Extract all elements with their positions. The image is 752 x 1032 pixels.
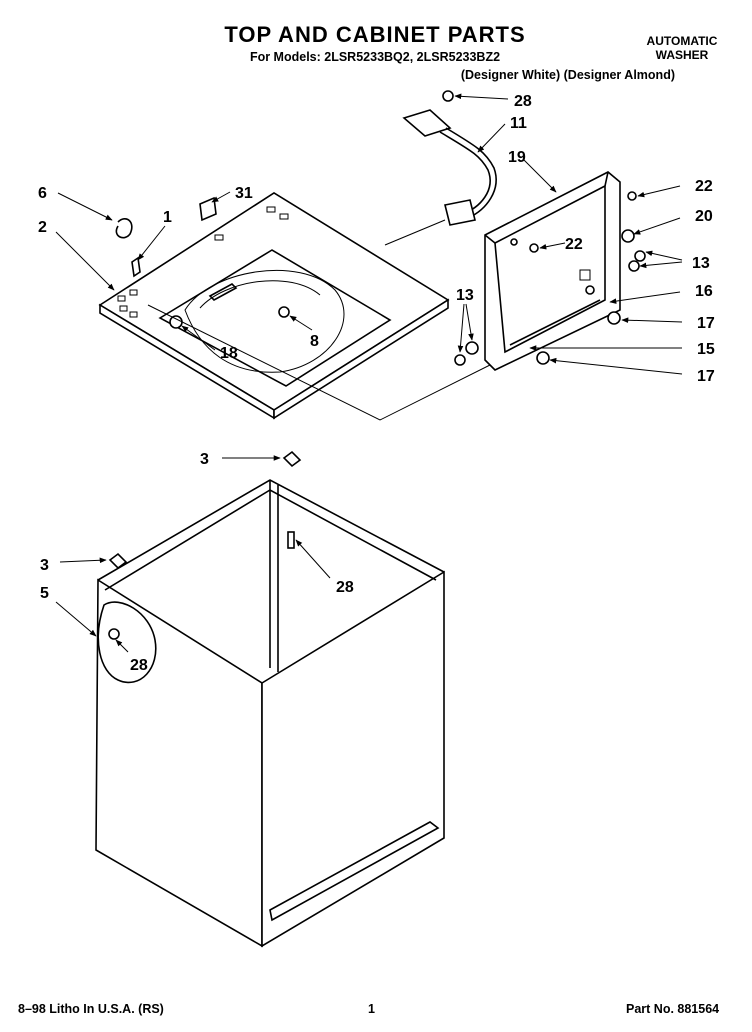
part-20	[621, 229, 635, 243]
callout-22-inner: 22	[565, 236, 583, 253]
machine-type: AUTOMATIC WASHER	[612, 34, 752, 62]
clip-3-left	[108, 552, 128, 570]
callout-1: 1	[163, 209, 172, 226]
part-number: Part No. 881564	[626, 1002, 720, 1016]
washer-top-panel	[98, 192, 450, 411]
callout-28-top: 28	[514, 93, 532, 110]
machine-type-line2: WASHER	[655, 48, 709, 62]
lid-recess	[184, 269, 345, 373]
top-to-console-leader	[147, 304, 501, 421]
screw-28-cabinet-front	[108, 628, 120, 640]
callout-3-left: 3	[40, 557, 49, 574]
harness-connector-bottom	[444, 199, 476, 226]
washer-cabinet	[95, 450, 445, 948]
screw-28-cabinet-back	[287, 531, 295, 549]
machine-type-line1: AUTOMATIC	[646, 34, 718, 48]
lid-switch	[169, 315, 183, 329]
callout-13-left: 13	[456, 287, 474, 304]
callout-13-right: 13	[692, 255, 710, 272]
part-31-bracket	[199, 196, 217, 222]
pin-22a	[627, 191, 637, 201]
console-bracket-16	[509, 299, 601, 346]
screw-28-top	[442, 90, 454, 102]
colors-line: (Designer White) (Designer Almond)	[460, 68, 675, 82]
cabinet-cutaway	[97, 601, 157, 684]
clip-3-top	[282, 450, 302, 468]
hinge-strip	[208, 283, 238, 301]
callout-22-right: 22	[695, 178, 713, 195]
screw-13c	[634, 250, 646, 262]
pin-22b	[529, 243, 539, 253]
callout-17-upper: 17	[697, 315, 715, 332]
callout-20: 20	[695, 208, 713, 225]
washer-top-assembly	[98, 192, 450, 420]
callout-6: 6	[38, 185, 47, 202]
lid-opening	[158, 249, 392, 387]
screw-8	[278, 306, 290, 318]
callout-17-lower: 17	[697, 368, 715, 385]
callout-15: 15	[697, 341, 715, 358]
callout-19: 19	[508, 149, 526, 166]
callout-28-front: 28	[130, 657, 148, 674]
foot-17a	[607, 311, 621, 325]
callout-8: 8	[310, 333, 319, 350]
foot-17b	[536, 351, 550, 365]
callout-arrows	[55, 93, 683, 653]
console-frame-assembly	[454, 171, 646, 371]
callout-3-top: 3	[200, 451, 209, 468]
cabinet-side	[261, 570, 445, 948]
part-6-clip	[115, 218, 133, 239]
part-1-clip	[131, 256, 141, 278]
callout-labels: 6 2 1 31 18 8 28 11 19 22 22 20 13 13 16…	[38, 93, 715, 674]
cabinet-toe-kick	[269, 821, 440, 922]
callout-5: 5	[40, 585, 49, 602]
callout-11: 11	[510, 115, 527, 132]
callout-31: 31	[235, 185, 253, 202]
page-number: 1	[368, 1002, 375, 1016]
screw-13b	[454, 354, 466, 366]
diagram-title: TOP AND CABINET PARTS	[224, 22, 526, 47]
harness-connector-top	[402, 109, 452, 137]
wire-harness-assembly	[402, 90, 497, 226]
callout-28-back: 28	[336, 579, 354, 596]
screw-13d	[628, 260, 640, 272]
models-line: For Models: 2LSR5233BQ2, 2LSR5233BZ2	[249, 50, 501, 64]
screw-13a	[465, 341, 479, 355]
callout-2: 2	[38, 219, 47, 236]
callout-18: 18	[220, 345, 238, 362]
cabinet-top-rim	[97, 479, 445, 581]
litho-note: 8–98 Litho In U.S.A. (RS)	[18, 1002, 164, 1016]
callout-16: 16	[695, 283, 713, 300]
